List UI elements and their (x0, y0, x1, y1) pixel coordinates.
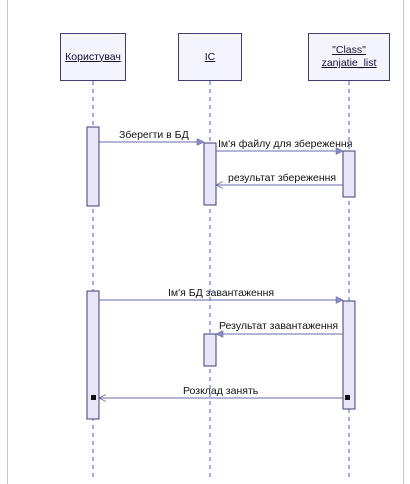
message-label-m1: Зберегти в БД (119, 129, 189, 141)
message-label-m3: результат збереження (228, 172, 337, 184)
message-label-m4: Ім'я БД завантаження (168, 287, 275, 299)
class-label-line2: zanjatie_list (321, 57, 377, 69)
lifeline-label-ic: IC (204, 50, 216, 63)
terminator-user (91, 395, 96, 400)
activation-user-1 (86, 126, 100, 207)
lifeline-box-ic[interactable]: IC (178, 33, 242, 81)
lifeline-label-class: "Class" zanjatie_list (322, 44, 377, 70)
terminator-class (345, 395, 350, 400)
activation-ic-2 (203, 333, 217, 367)
frame-left-border (7, 0, 8, 484)
message-label-m5: Результат завантаження (219, 320, 339, 332)
message-label-m6: Розклад занять (183, 385, 259, 397)
lifeline-box-user[interactable]: Користувач (60, 33, 126, 81)
activation-class-2 (342, 300, 356, 410)
lifeline-label-user: Користувач (65, 50, 121, 63)
frame-right-border (403, 0, 404, 484)
activation-user-2 (86, 290, 100, 420)
class-label-line1: "Class" (332, 44, 366, 56)
activation-class-1 (342, 150, 356, 198)
lifeline-box-class[interactable]: "Class" zanjatie_list (308, 33, 390, 81)
activation-ic-1 (203, 142, 217, 206)
message-label-m2: Ім'я файлу для збереження (218, 138, 353, 150)
